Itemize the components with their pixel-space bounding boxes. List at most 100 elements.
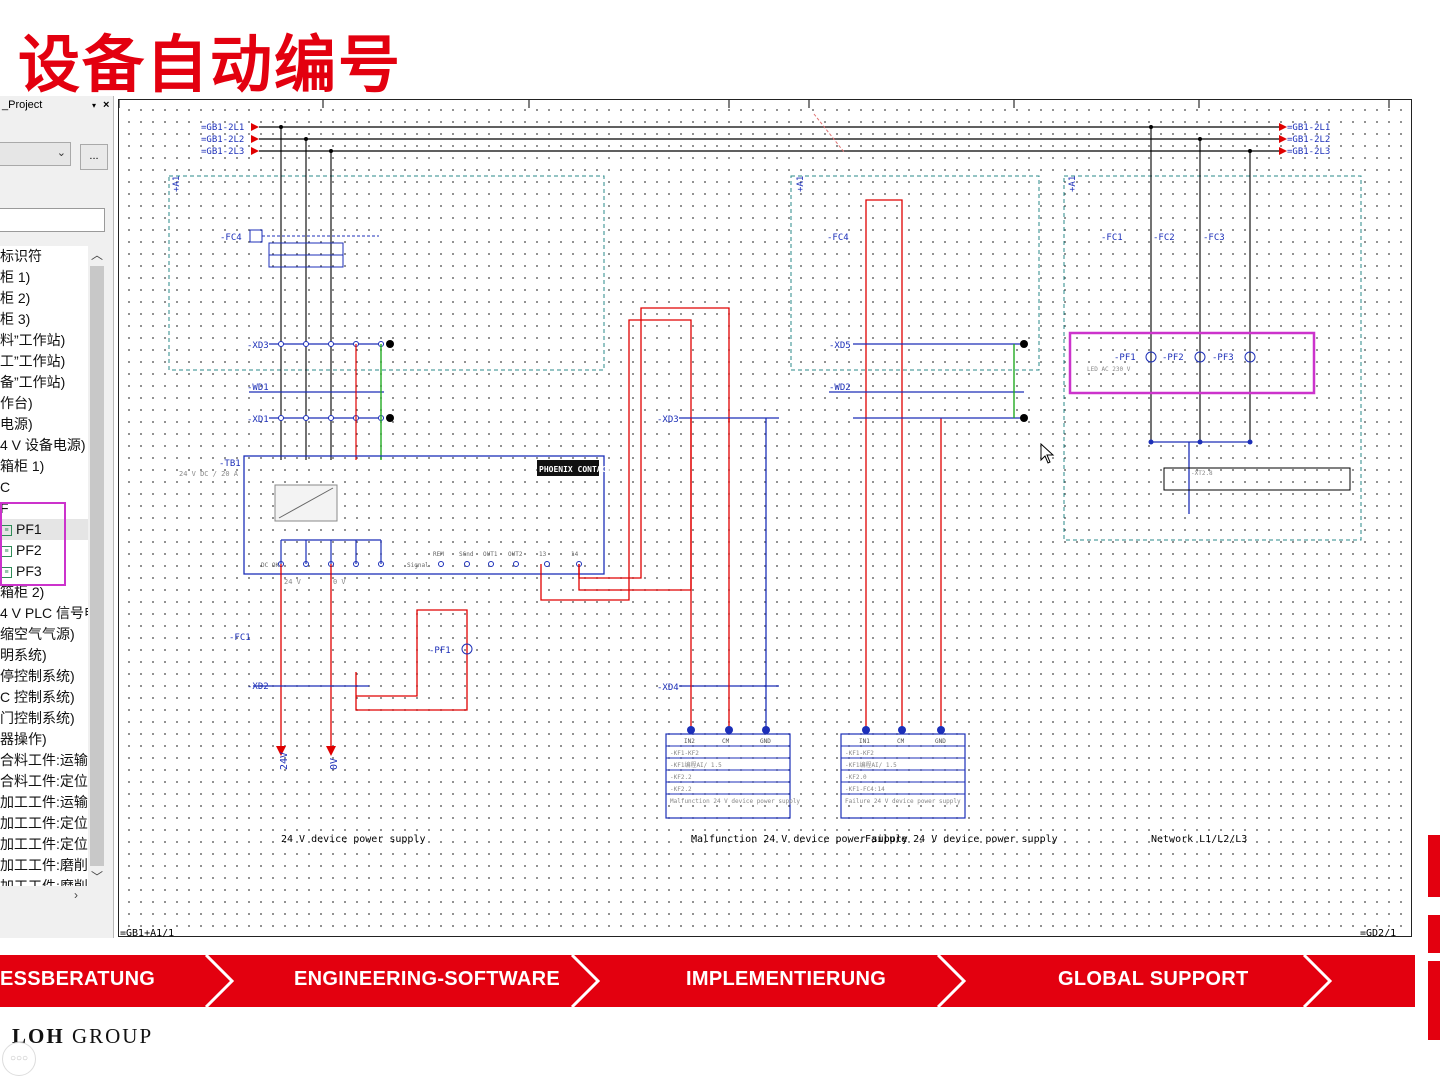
tb1-terminal-label: OUT1 <box>483 551 498 558</box>
connector-pin-label: CM <box>897 738 905 745</box>
chevron-down-icon: ⌄ <box>56 147 66 159</box>
tree-item[interactable]: 停控制系统) <box>0 666 75 687</box>
tree-item[interactable]: 4 V 设备电源) <box>0 435 86 456</box>
xd1-label: -XD1 <box>247 415 269 425</box>
tree-item[interactable]: 箱柜 2) <box>0 582 44 603</box>
connector-pin-label: GND <box>760 738 771 745</box>
tree-item-label: 备”工作站) <box>0 374 66 390</box>
tree-item-label: 合料工件:运输 <box>0 752 88 768</box>
tree-item[interactable]: 合料工件:定位 <box>0 771 88 792</box>
manufacturer-logo-text: PHOENIX CONTACT <box>539 465 611 474</box>
tree-item[interactable]: 柜 1) <box>0 267 30 288</box>
tree-item[interactable]: C <box>0 477 10 498</box>
tree-item[interactable]: 合料工件:运输 <box>0 750 88 771</box>
terminal-strip-left <box>249 343 384 419</box>
lamp-spec: LED AC 230 V <box>1087 366 1131 373</box>
tree-item[interactable]: 标识符 <box>0 246 42 267</box>
tb1-terminal-label: OUT2 <box>508 551 523 558</box>
connector-row-label: -KF1-FC4:14 <box>845 786 885 793</box>
banner-item-2: ENGINEERING-SOFTWARE <box>294 968 561 990</box>
sheet-column-ruler <box>119 100 1390 108</box>
tree-item[interactable]: 箱柜 1) <box>0 456 44 477</box>
tree-item-label: 停控制系统) <box>0 668 75 684</box>
tree-horizontal-scrollbar[interactable]: › <box>0 888 88 904</box>
tree-item[interactable]: 加工工件:磨削) <box>0 855 88 876</box>
tree-item[interactable]: 作台) <box>0 393 33 414</box>
schematic-sheet[interactable]: =GB1-2L1 =GB1-2L2 =GB1-2L3 =GB1-2L1 =GB1… <box>118 99 1412 937</box>
banner-item-3: IMPLEMENTIERUNG <box>686 968 887 990</box>
connector-row-label: -KF1编程AI/ 1.5 <box>845 761 897 769</box>
xd2-label: -XD2 <box>247 682 269 692</box>
0v-label: 0V <box>329 758 340 770</box>
tree-item[interactable]: 门控制系统) <box>0 708 75 729</box>
xd4-label: -XD4 <box>657 683 679 693</box>
tree-item[interactable]: 柜 2) <box>0 288 30 309</box>
tree-item-label: 箱柜 2) <box>0 584 45 600</box>
tree-item[interactable]: F <box>0 498 9 519</box>
tree-item-label: 柜 1) <box>0 269 31 285</box>
connector-pin-label: CM <box>722 738 730 745</box>
sheet-footer-left: =GB1+A1/1 <box>120 928 175 939</box>
tree-item[interactable]: 器操作) <box>0 729 47 750</box>
banner-item-4: GLOBAL SUPPORT <box>1058 968 1249 990</box>
fc4-breaker-symbol <box>249 229 379 268</box>
tb1-terminal-label: SGnd <box>459 551 474 558</box>
mouse-cursor-icon <box>1040 443 1055 464</box>
xd5-label: -XD5 <box>829 341 851 351</box>
search-input[interactable] <box>0 208 105 232</box>
location-tag-2: +A1 <box>796 176 806 192</box>
tree-item[interactable]: C 控制系统) <box>0 687 75 708</box>
scroll-right-icon[interactable]: › <box>74 888 78 902</box>
tree-item[interactable]: ≡PF1 <box>0 519 88 540</box>
pf1b-label: -PF1 <box>1114 353 1136 363</box>
tree-item[interactable]: 加工工件:磨削 <box>0 876 88 886</box>
output-0v-label: 0 V <box>333 578 346 586</box>
tree-item[interactable]: 明系统) <box>0 645 47 666</box>
bus-arrows <box>251 123 1287 155</box>
slide-title: 设备自动编号 <box>18 28 403 101</box>
tree-item-label: 加工工件:定位 <box>0 815 88 831</box>
scrollbar-thumb[interactable] <box>90 266 104 866</box>
tree-item-label: 标识符 <box>0 248 42 264</box>
location-tag-3: +A1 <box>1068 176 1078 192</box>
tree-item[interactable]: 工”工作站) <box>0 351 65 372</box>
tree-item[interactable]: 缩空气气源) <box>0 624 75 645</box>
tree-item[interactable]: 4 V PLC 信号申 <box>0 603 88 624</box>
bus-left-label-3: =GB1-2L3 <box>201 147 244 157</box>
tree-item[interactable]: 加工工件:定位 <box>0 813 88 834</box>
close-navigator-button[interactable]: × <box>103 99 110 111</box>
tree-item-label: 器操作) <box>0 731 47 747</box>
pf1-label: -PF1 <box>429 646 451 656</box>
navigator-header: _Project ▾ × <box>0 96 113 114</box>
connector-pin-label: GND <box>935 738 946 745</box>
tree-vertical-scrollbar[interactable]: ︿ ﹀ <box>88 246 106 888</box>
tree-item[interactable]: 电源) <box>0 414 33 435</box>
tree-item-label: C 控制系统) <box>0 689 75 705</box>
banner-item-1: ESSBERATUNG <box>0 968 156 990</box>
tree-item-label: PF3 <box>16 563 42 579</box>
edge-brand-mark <box>1428 835 1440 1040</box>
tree-item[interactable]: 加工工件:定位 <box>0 834 88 855</box>
tree-item-label: 工”工作站) <box>0 353 66 369</box>
filter-combobox[interactable]: ⌄ <box>0 142 71 166</box>
tree-item[interactable]: 料”工作站) <box>0 330 65 351</box>
pf-selection-highlight <box>0 502 66 586</box>
scroll-down-icon[interactable]: ﹀ <box>91 870 104 884</box>
pf3-label: -PF3 <box>1212 353 1234 363</box>
page-navigator-panel: _Project ▾ × ⌄ ... 标识符柜 1) 柜 2) 柜 3)料”工作站)… <box>0 96 114 938</box>
tree-item[interactable]: 加工工件:运输 <box>0 792 88 813</box>
scroll-up-icon[interactable]: ︿ <box>91 248 104 262</box>
tb1-terminal-label: DC OK <box>261 562 279 569</box>
more-options-button[interactable]: ... <box>80 144 108 170</box>
wd1-label: -WD1 <box>247 383 269 393</box>
tree-item[interactable]: 备”工作站) <box>0 372 65 393</box>
connector-row-label: -KF2.2 <box>670 774 692 781</box>
bus-right-label-2: =GB1-2L2 <box>1287 135 1330 145</box>
tree-item-label: 柜 2) <box>0 290 31 306</box>
page-tree: 标识符柜 1)柜 2)柜 3)料”工作站)工”工作站)备”工作站)作台)电源)4… <box>0 246 88 886</box>
tb1-rating: 24 V DC / 20 A <box>179 470 239 478</box>
xd3-label: -XD3 <box>247 341 269 351</box>
tree-item[interactable]: 柜 3) <box>0 309 30 330</box>
pin-dropdown-icon[interactable]: ▾ <box>92 100 97 110</box>
cross-reference-mark <box>813 113 845 153</box>
